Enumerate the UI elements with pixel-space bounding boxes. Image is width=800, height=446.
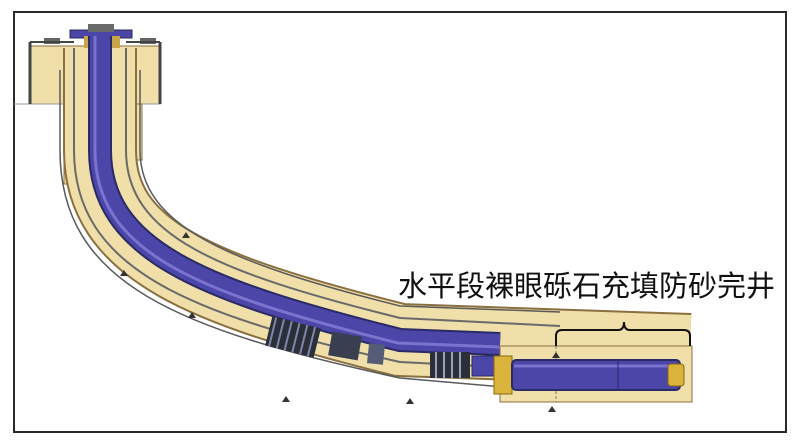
packer-assembly xyxy=(265,316,386,365)
section-caption: 水平段裸眼砾石充填防砂完井 xyxy=(398,269,776,303)
diagram-border xyxy=(13,11,787,433)
depth-markers xyxy=(120,232,560,412)
casing-inner xyxy=(125,48,561,327)
sand-screen xyxy=(493,355,685,395)
horizontal-section-bracket xyxy=(555,321,691,346)
crossover-tool xyxy=(430,352,497,378)
